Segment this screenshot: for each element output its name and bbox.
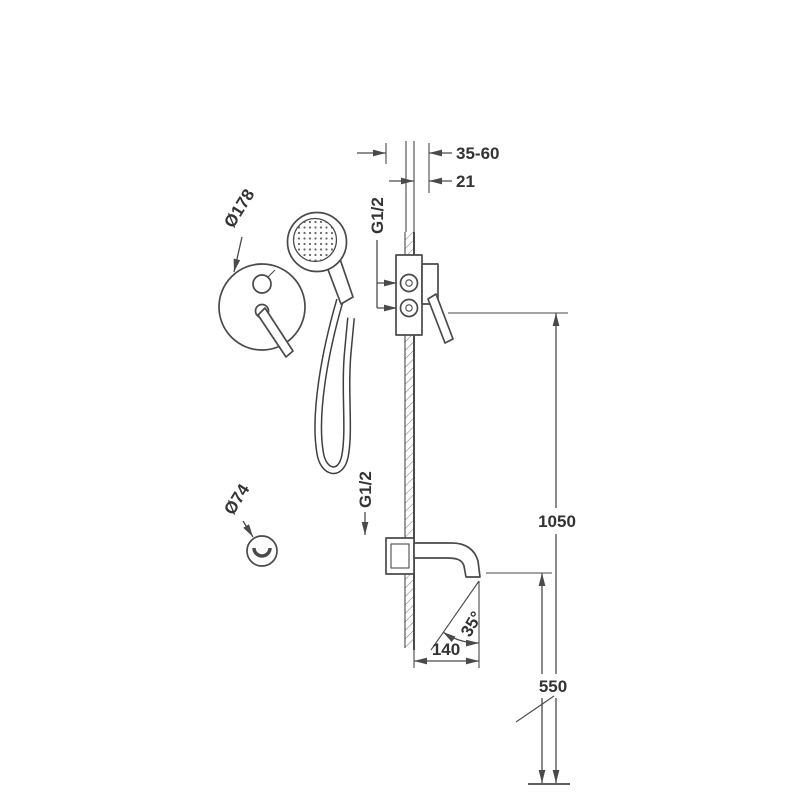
valve-height-label: 1050 [538, 512, 576, 531]
angle-arc [442, 631, 480, 647]
hook-curve [252, 547, 272, 558]
spout-height-label-mask [531, 674, 575, 698]
top-connection-callout: G1/2 [368, 197, 397, 312]
mixer-valve [395, 254, 454, 344]
valve-port-bottom-center [405, 304, 413, 312]
shower-hose [315, 299, 354, 473]
spout-body [413, 542, 481, 578]
wall-hatching [405, 232, 414, 648]
shower-spray-face [292, 217, 338, 263]
mixer-lever [257, 307, 294, 358]
diverter-knob [252, 274, 272, 294]
height-dimensions: 1050 550 [448, 312, 580, 785]
hand-shower [286, 211, 355, 475]
valve-port-bottom [399, 298, 419, 318]
wall-depth-label: 35-60 [456, 144, 499, 163]
bath-spout: G1/2 [356, 471, 481, 578]
plate-diameter-label: Ø178 [220, 186, 258, 231]
spout-angle-label: 35° [457, 608, 486, 640]
valve-port-top [399, 273, 419, 293]
valve-body [395, 254, 423, 336]
top-dimensions: 35-60 21 [357, 143, 499, 193]
diverter-indicator-tick [267, 269, 276, 278]
spout-projection-label: 140 [432, 640, 460, 659]
valve-lever [427, 293, 454, 344]
hook-diameter-leader [242, 520, 254, 538]
hook-diameter-label: Ø74 [220, 480, 253, 518]
projection-dimension: 140 [413, 640, 479, 668]
mixer-trim-plate: Ø178 [218, 186, 306, 358]
angle-rotated-line [430, 580, 480, 651]
valve-port-top-center [405, 279, 413, 287]
top-connection-label: G1/2 [368, 197, 387, 234]
floor-break-slash [515, 695, 555, 723]
spout-wall-fitting [385, 537, 415, 575]
spout-fitting-detail [390, 543, 410, 569]
hook-escutcheon [246, 535, 278, 567]
shower-hook: Ø74 [220, 480, 278, 567]
spout-height-label: 550 [539, 677, 567, 696]
valve-height-label-mask [534, 508, 580, 534]
plate-diameter-leader [233, 236, 243, 273]
bottom-connection-label: G1/2 [356, 471, 375, 508]
finish-offset-label: 21 [456, 172, 475, 191]
